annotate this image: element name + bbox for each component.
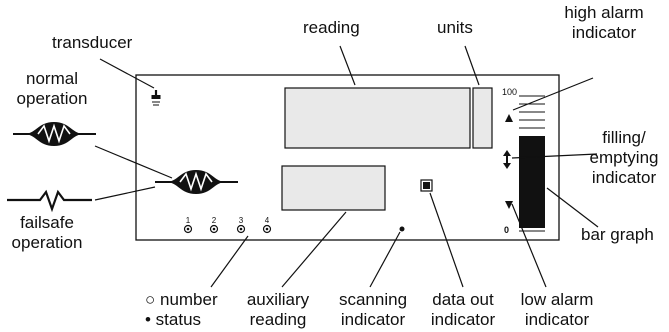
- failsafe-operation-label-line1: failsafe: [20, 213, 74, 232]
- normal-operation-icon: [13, 122, 96, 146]
- bar-graph: [519, 136, 545, 228]
- auxiliary-reading-display: [281, 165, 386, 211]
- low-alarm-indicator-label-line1: low alarm: [521, 290, 594, 309]
- failsafe-operation-label-line2: operation: [12, 233, 83, 252]
- scanning-indicator-label-line2: indicator: [341, 310, 406, 329]
- scale-bottom-label: 0: [504, 225, 509, 235]
- filling-emptying-label-line1: filling/: [602, 128, 646, 147]
- filling-emptying-label-line2: emptying: [590, 148, 659, 167]
- filling-emptying-arrows-icon: [503, 150, 511, 169]
- number-status-label-line2: • status: [145, 310, 201, 329]
- auxiliary-reading-label-line1: auxiliary: [247, 290, 310, 309]
- scanning-indicator-dot: [399, 226, 405, 232]
- high-alarm-triangle-icon: [505, 114, 513, 122]
- scanning-indicator-label-line1: scanning: [339, 290, 407, 309]
- point-number-4: 4: [265, 216, 270, 225]
- high-alarm-label-line1: high alarm: [564, 3, 643, 22]
- reading-label: reading: [303, 18, 360, 37]
- point-number-2: 2: [212, 216, 217, 225]
- high-alarm-label-line2: indicator: [572, 23, 637, 42]
- filling-emptying-label-line3: indicator: [592, 168, 657, 187]
- point-number-1: 1: [186, 216, 191, 225]
- leader-lines: [94, 45, 599, 288]
- bar-graph-scale: [519, 95, 545, 129]
- normal-operation-panel-icon: [155, 170, 238, 194]
- transducer-label: transducer: [52, 33, 133, 52]
- bar-graph-label: bar graph: [581, 225, 654, 244]
- data-out-indicator-label-line1: data out: [432, 290, 494, 309]
- data-out-icon: [420, 179, 433, 192]
- auxiliary-reading-label-line2: reading: [250, 310, 307, 329]
- point-number-3: 3: [239, 216, 244, 225]
- low-alarm-indicator-label-line2: indicator: [525, 310, 590, 329]
- normal-operation-label-line2: operation: [17, 89, 88, 108]
- point-status-group: 1 2 3 4: [183, 216, 272, 234]
- transducer-icon: [151, 90, 161, 106]
- reading-display: [284, 87, 471, 149]
- data-out-indicator-label-line2: indicator: [431, 310, 496, 329]
- failsafe-operation-icon: [7, 189, 92, 213]
- scale-top-label: 100: [502, 87, 517, 97]
- number-status-label-line1: ○ number: [145, 290, 218, 309]
- low-alarm-triangle-icon: [505, 201, 513, 209]
- units-display: [472, 87, 493, 149]
- normal-operation-label-line1: normal: [26, 69, 78, 88]
- units-label: units: [437, 18, 473, 37]
